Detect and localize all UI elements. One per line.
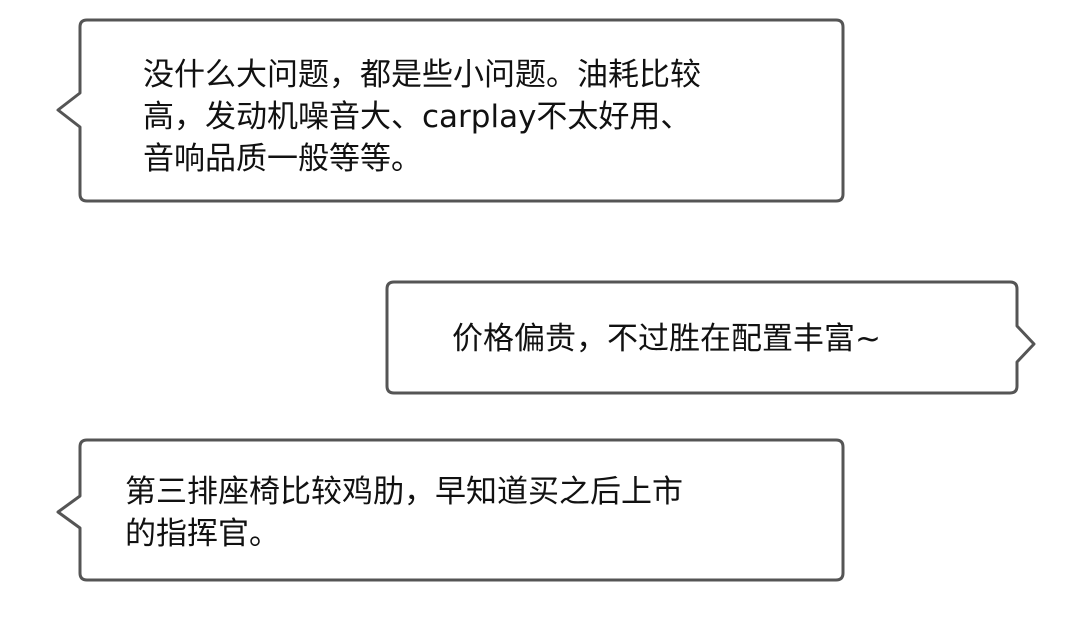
- bubble-text-line: 第三排座椅比较鸡肋，早知道买之后上市: [125, 474, 683, 510]
- bubble-text-line: 的指挥官。: [125, 516, 280, 552]
- bubble-text-line: 高，发动机噪音大、carplay不太好用、: [143, 99, 692, 135]
- bubble-text-line: 价格偏贵，不过胜在配置丰富~: [452, 321, 881, 357]
- speech-bubble-2-text: 价格偏贵，不过胜在配置丰富~: [452, 318, 881, 360]
- bubble-text-line: 音响品质一般等等。: [143, 141, 422, 177]
- speech-bubble-3-outline: [56, 438, 845, 582]
- speech-bubble-3-text: 第三排座椅比较鸡肋，早知道买之后上市 的指挥官。: [125, 471, 683, 555]
- speech-bubble-2-outline: [385, 280, 1036, 395]
- speech-bubble-1-outline: [56, 18, 845, 203]
- bubble-text-line: 没什么大问题，都是些小问题。油耗比较: [143, 57, 701, 93]
- speech-bubble-1-text: 没什么大问题，都是些小问题。油耗比较 高，发动机噪音大、carplay不太好用、…: [143, 54, 701, 180]
